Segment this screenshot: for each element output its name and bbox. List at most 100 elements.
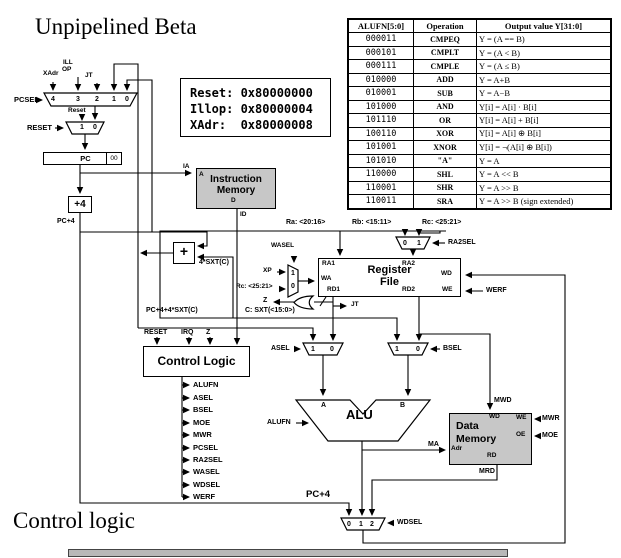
ctl-out-mwr: MWR [193, 430, 212, 439]
cell-op: SHR [413, 180, 477, 195]
cell-op: CMPEQ [413, 32, 477, 47]
reset-mux-slot-0: 0 [93, 124, 97, 131]
instruction-memory-label1: Instruction [210, 174, 262, 185]
bsel-slot-1: 1 [395, 346, 399, 353]
page-title: Unpipelined Beta [35, 14, 197, 39]
cell-op: SHL [413, 167, 477, 182]
dm-port-adr: Adr [451, 445, 463, 452]
register-file-label2: File [380, 276, 399, 289]
pcsel-mux-label: PCSEL [14, 95, 40, 104]
cropped-table-edge [68, 549, 508, 557]
plus4-label: +4 [74, 199, 86, 210]
cell-out: Y[i] = A[i] ⊕ B[i] [476, 126, 612, 141]
pcsel-slot-3: 3 [76, 96, 80, 103]
ctl-out-bsel: BSEL [193, 405, 214, 414]
pcsel-slot-2: 2 [95, 96, 99, 103]
ctl-input-reset: RESET [144, 329, 168, 336]
register-file: Register File [318, 258, 461, 297]
c-sxt-signal: C: SXT(<15:0>) [245, 307, 295, 314]
cell-alufn: 000111 [347, 59, 414, 74]
footer-title: Control logic [13, 508, 136, 533]
cell-alufn: 000101 [347, 45, 414, 60]
illop-constant: Illop: 0x80000004 [190, 102, 313, 116]
alufn-signal: ALUFN [267, 419, 291, 426]
werf-signal: WERF [486, 287, 507, 294]
dm-port-we: WE [516, 414, 527, 421]
pcsel-slot-1: 1 [112, 96, 116, 103]
rf-port-ra2: RA2 [402, 260, 416, 267]
alu-label: ALU [346, 407, 373, 422]
register-file-label1: Register [367, 264, 412, 276]
ctl-out-wdsel: WDSEL [193, 480, 221, 489]
reset-constant: Reset: 0x80000000 [190, 86, 313, 100]
asel-mux-shape [302, 342, 344, 356]
table-row: 101010"A"Y = A [347, 153, 612, 168]
instruction-memory: Instruction Memory [196, 168, 276, 209]
wdsel-mux-shape [340, 517, 386, 531]
im-port-d: D [231, 197, 236, 204]
cell-alufn: 110001 [347, 180, 414, 195]
ctl-out-wasel: WASEL [193, 467, 220, 476]
xp-signal: XP [263, 267, 272, 274]
bsel-label: BSEL [443, 345, 462, 352]
cell-alufn: 101110 [347, 113, 414, 128]
ctl-input-irq: IRQ [181, 329, 194, 336]
rf-port-rd2: RD2 [402, 286, 416, 293]
moe-signal: MOE [542, 432, 558, 439]
dm-port-oe: OE [516, 431, 526, 438]
ctl-out-pcsel: PCSEL [193, 443, 219, 452]
cell-op: CMPLT [413, 45, 477, 60]
cell-out: Y = A−B [476, 86, 612, 101]
ctl-out-werf: WERF [193, 492, 216, 501]
cell-op: SRA [413, 194, 477, 209]
ctl-out-ra2sel: RA2SEL [193, 455, 223, 464]
cell-op: XOR [413, 126, 477, 141]
cell-out: Y = A [476, 153, 612, 168]
id-signal: ID [240, 211, 247, 218]
cell-alufn: 010001 [347, 86, 414, 101]
reset-mux-shape [65, 121, 105, 135]
ra-field-label: Ra: <20:16> [286, 219, 326, 226]
jt-out-signal: JT [351, 301, 359, 308]
branch-address-signal: PC+4+4*SXT(C) [146, 307, 198, 314]
wasel-mux-shape [287, 264, 299, 298]
col-header-operation: Operation [413, 18, 477, 33]
mwr-signal: MWR [542, 415, 560, 422]
rf-port-we: WE [442, 286, 453, 293]
reset-select-signal: Reset [68, 107, 86, 114]
cell-alufn: 101001 [347, 140, 414, 155]
cell-alufn: 000011 [347, 32, 414, 47]
sxt4-signal: 4*SXT(C) [199, 259, 229, 266]
cell-out: Y = A >> B [476, 180, 612, 195]
cell-alufn: 101000 [347, 99, 414, 114]
z-output-signal: Z [263, 297, 268, 304]
rc-field-label: Rc: <25:21> [422, 219, 462, 226]
col-header-alufn: ALUFN[5:0] [347, 18, 414, 33]
table-header-row: ALUFN[5:0] Operation Output value Y[31:0… [347, 18, 612, 33]
ma-signal: MA [428, 441, 439, 448]
cell-out: Y = A >> B (sign extended) [476, 194, 612, 209]
control-logic: Control Logic [143, 346, 250, 377]
op-signal: OP [62, 66, 72, 73]
bsel-slot-0: 0 [416, 346, 420, 353]
ctl-input-z: Z [206, 329, 211, 336]
dm-port-wd: WD [489, 413, 500, 420]
data-memory-label2: Memory [456, 433, 497, 445]
rf-port-wa: WA [321, 275, 332, 282]
bsel-mux-shape [387, 342, 429, 356]
pc-low-bits: 00 [106, 152, 122, 165]
pcsel-slot-4: 4 [51, 96, 55, 103]
rc-left-label: Rc: <25:21> [236, 283, 273, 290]
jt-signal: JT [85, 72, 93, 79]
asel-slot-0: 0 [330, 346, 334, 353]
ra2sel-slot-0: 0 [403, 240, 407, 247]
wdsel-label: WDSEL [397, 519, 423, 526]
xadr-constant: XAdr: 0x80000008 [190, 118, 313, 132]
